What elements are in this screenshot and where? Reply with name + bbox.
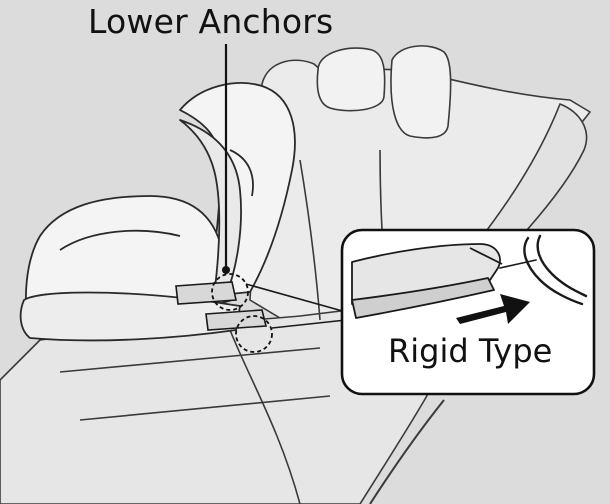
rigid-type-inset: [340, 228, 596, 396]
lower-anchor-bar-icon: [499, 234, 588, 306]
anchor-callout-circles: [211, 273, 273, 353]
insert-direction-arrow-icon: [456, 294, 530, 324]
lower-anchors-label: Lower Anchors: [88, 2, 334, 41]
rigid-type-label: Rigid Type: [388, 332, 553, 370]
inset-connector-lines: [245, 283, 347, 329]
leader-line: [222, 44, 230, 274]
rear-seat-icon: [0, 45, 591, 504]
rigid-connector-arms: [175, 281, 268, 331]
rigid-latch-connector-icon: [351, 243, 503, 319]
